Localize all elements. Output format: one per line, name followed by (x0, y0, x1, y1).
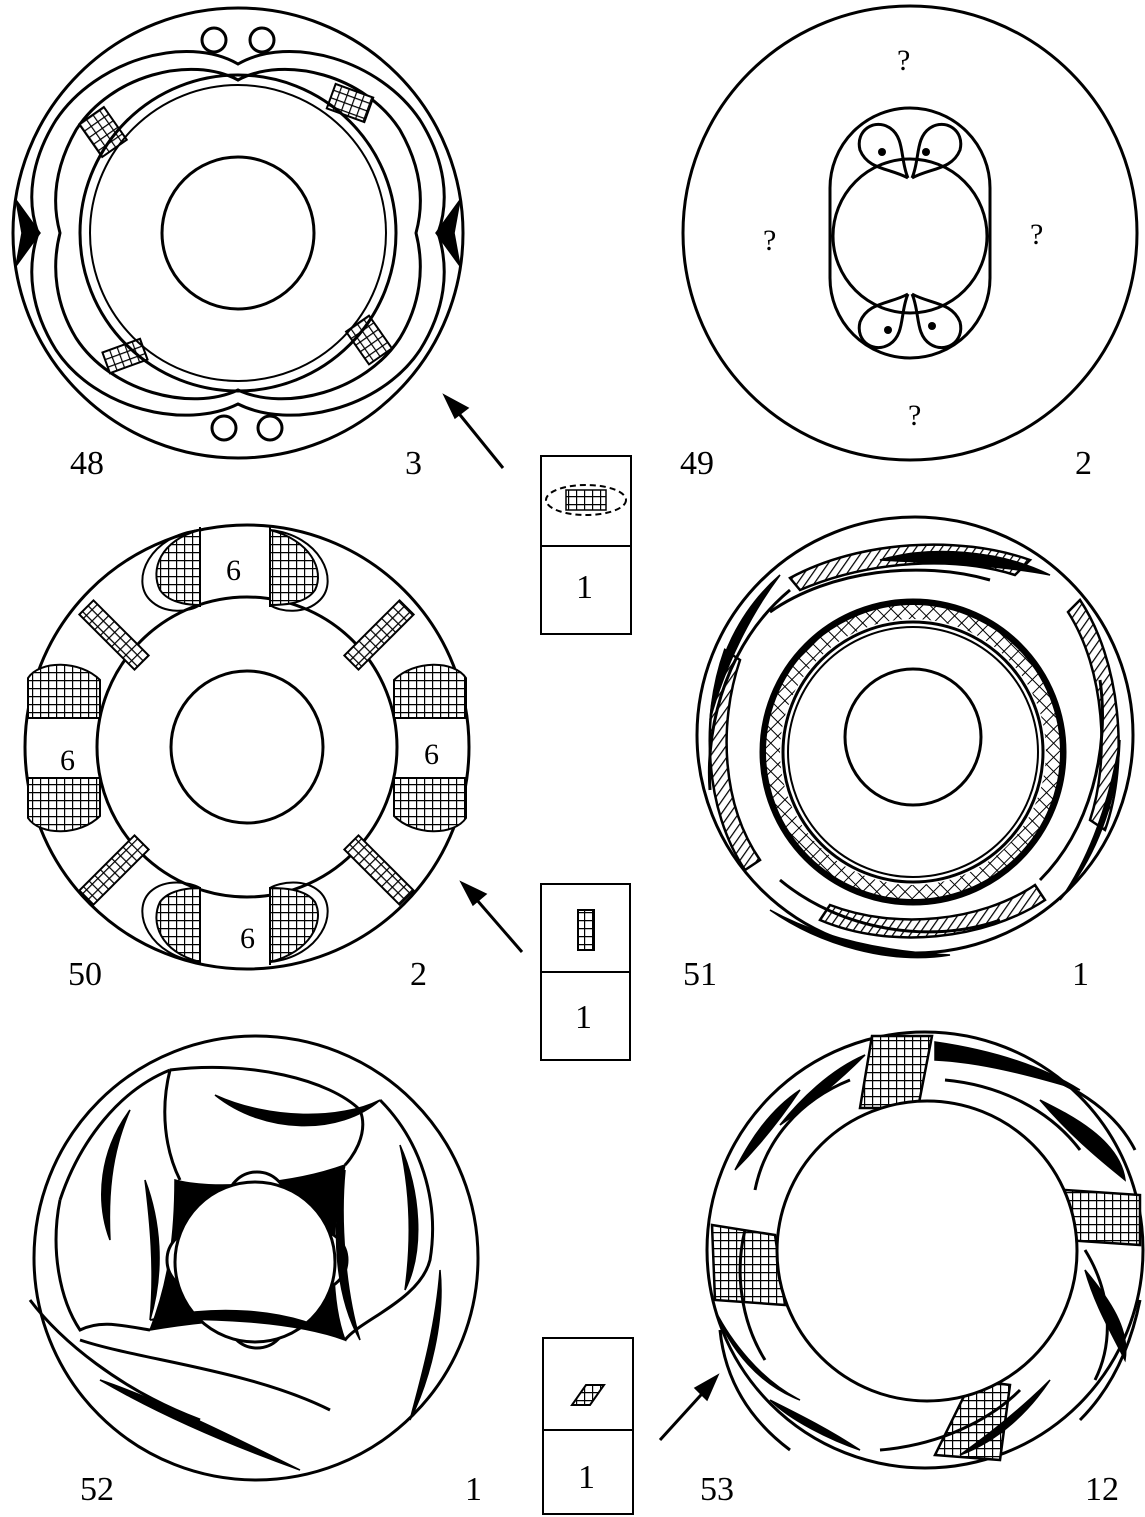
spiral (859, 294, 908, 348)
dot (928, 322, 936, 330)
figure-count: 3 (405, 445, 422, 482)
figure-count: 1 (465, 1471, 482, 1508)
figure-count: 1 (1072, 956, 1089, 993)
spiral (912, 124, 961, 178)
center-circle (171, 671, 323, 823)
hatch-lobe (270, 530, 318, 605)
small-circle (202, 28, 226, 52)
figure-51: 51 1 (683, 517, 1133, 993)
figure-number: 50 (68, 956, 102, 993)
hatch-bar (344, 600, 413, 669)
hatch-lobe (28, 778, 100, 831)
side-notch-right (436, 200, 460, 266)
figure-number: 51 (683, 956, 717, 993)
figure-number: 48 (70, 445, 104, 482)
oval-band (830, 108, 990, 358)
inner-ring-2 (90, 85, 386, 381)
hatch-lobe (394, 778, 466, 831)
braid-ring-inner (783, 622, 1043, 882)
figure-count: 2 (1075, 445, 1092, 482)
legend-value: 1 (578, 1459, 595, 1496)
hatch-lobe (394, 665, 466, 718)
small-circle (250, 28, 274, 52)
dot (922, 148, 930, 156)
panel-mark: 6 (240, 922, 255, 955)
inner-ring (788, 627, 1038, 877)
spool-icon (566, 490, 606, 510)
hatch-panel (327, 84, 373, 122)
center-circle (845, 669, 981, 805)
hatch-bar (79, 600, 148, 669)
arrow-to-53 (660, 1375, 718, 1440)
legend-box-1: 1 (541, 456, 631, 634)
question-mark: ? (908, 399, 921, 432)
small-circle (212, 416, 236, 440)
arrow-to-48 (444, 395, 503, 468)
panel-mark: 6 (424, 738, 439, 771)
question-mark: ? (897, 44, 910, 77)
figure-49: ? ? ? ? 49 2 (680, 6, 1137, 482)
figure-count: 2 (410, 956, 427, 993)
center-circle (162, 157, 314, 309)
hatch-bar (344, 835, 413, 904)
center-circle (777, 1101, 1077, 1401)
legend-value: 1 (576, 569, 593, 606)
dot (878, 148, 886, 156)
center-circle (833, 159, 987, 313)
figure-50: 6 6 6 6 50 2 (25, 525, 469, 993)
dot (884, 326, 892, 334)
legend-box-3: 1 (543, 1338, 633, 1514)
figure-count: 12 (1085, 1471, 1119, 1508)
figure-52: 52 1 (30, 1036, 482, 1508)
side-notch-left (16, 200, 40, 266)
figure-number: 53 (700, 1471, 734, 1508)
figure-48: 48 3 (13, 8, 463, 482)
braid-ring-outer (763, 602, 1063, 902)
arrow-to-50 (461, 882, 522, 952)
slanted-grid-icon (572, 1385, 604, 1405)
question-mark: ? (1030, 218, 1043, 251)
question-mark: ? (763, 224, 776, 257)
panel-mark: 6 (60, 744, 75, 777)
figure-number: 52 (80, 1471, 114, 1508)
figure-53: 53 12 (700, 1032, 1143, 1508)
panel-mark: 6 (226, 554, 241, 587)
legend-box-2: 1 (541, 884, 630, 1060)
hatch-lobe (270, 888, 318, 962)
figure-number: 49 (680, 445, 714, 482)
spiral (912, 294, 961, 348)
small-circle (258, 416, 282, 440)
braid-ring (773, 612, 1053, 892)
hatch-bar (79, 835, 148, 904)
legend-value: 1 (575, 999, 592, 1036)
hatch-lobe (28, 665, 100, 718)
grid-swatch-icon (578, 910, 594, 950)
